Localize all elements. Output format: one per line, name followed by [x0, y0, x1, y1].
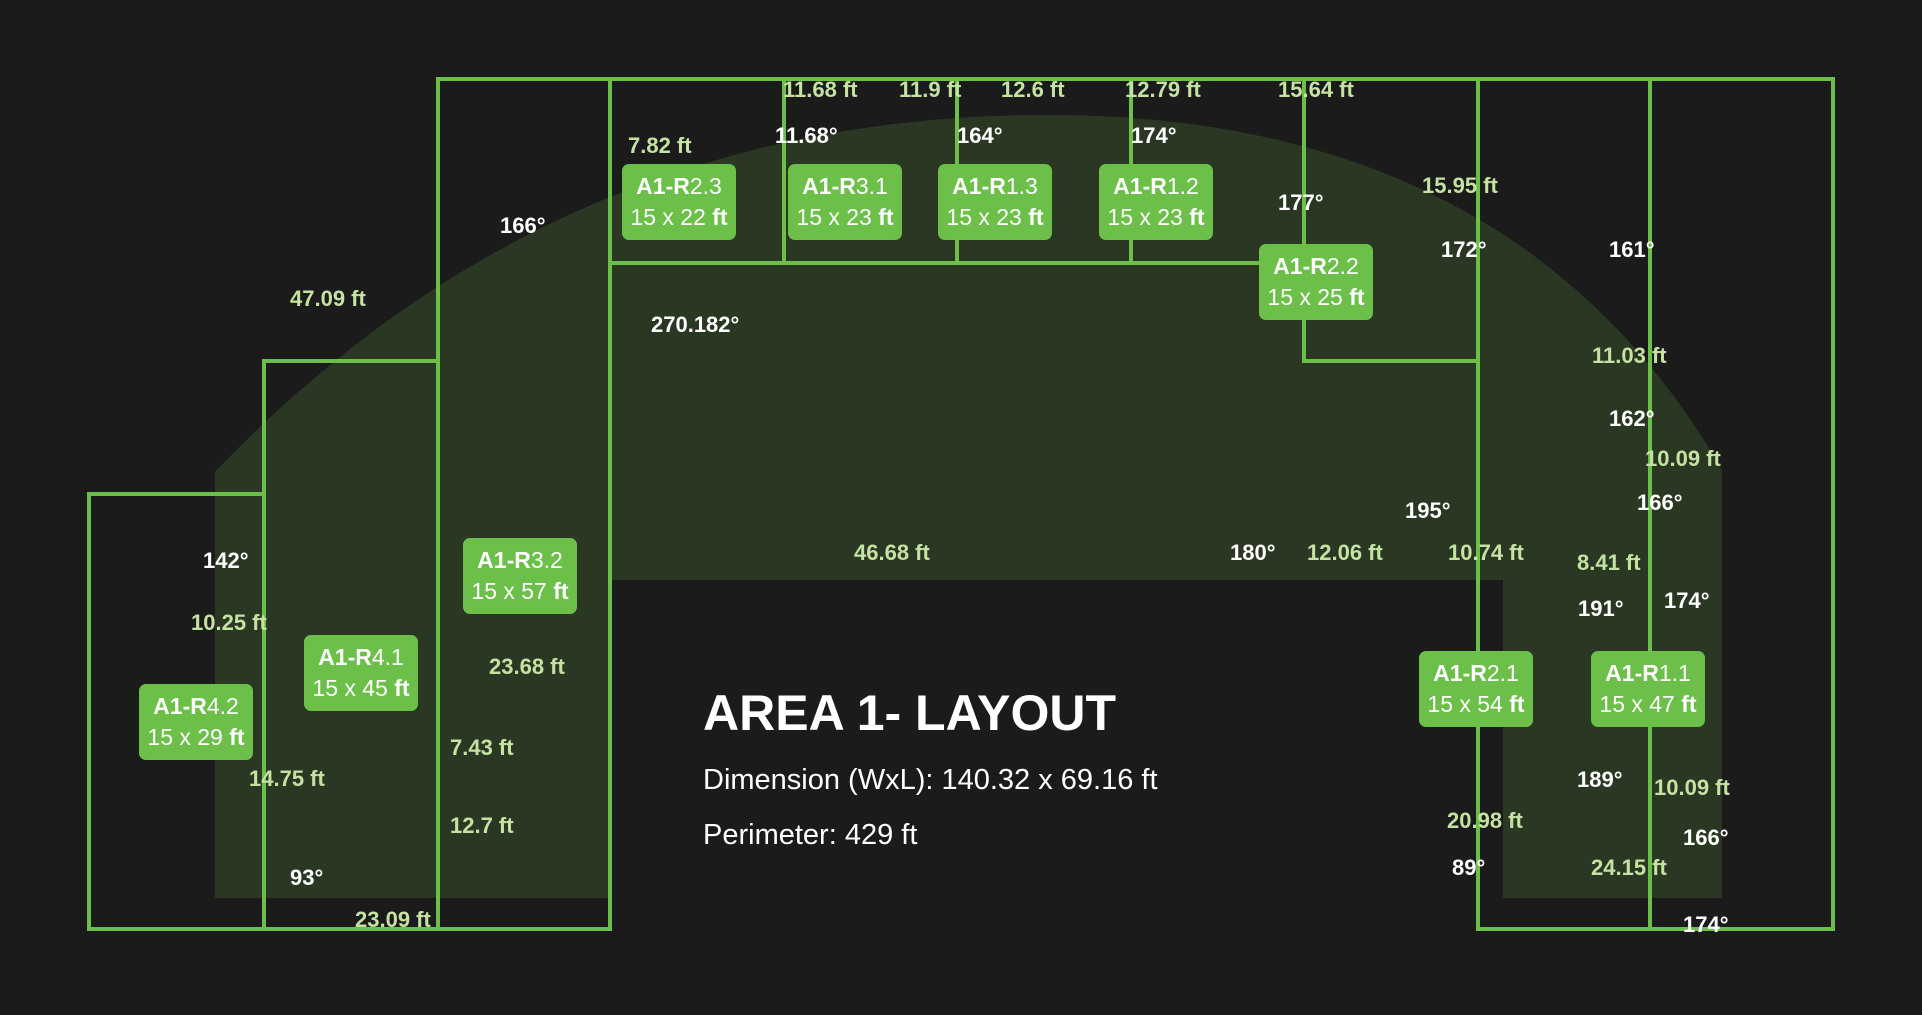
room-size: 15 x 25 — [1267, 284, 1343, 310]
angle-label: 11.68° — [775, 123, 838, 148]
angle-label: 166° — [1683, 825, 1729, 850]
angle-label: 93° — [290, 865, 324, 890]
room-outlines — [87, 77, 1835, 931]
room-id-number: 1.3 — [1005, 172, 1038, 199]
room-size: 15 x 29 — [147, 724, 223, 750]
angle-label: 174° — [1664, 588, 1710, 613]
room-badge[interactable]: A1-R2.1 15 x 54 ft — [1419, 651, 1533, 727]
angle-label: 195° — [1405, 498, 1451, 523]
length-label: 15.64 ft — [1278, 77, 1354, 102]
room-badge[interactable]: A1-R2.2 15 x 25 ft — [1259, 244, 1373, 320]
room-id-number: 4.2 — [206, 692, 239, 719]
room-badge[interactable]: A1-R1.3 15 x 23 ft — [938, 164, 1052, 240]
room-id-prefix: A1-R — [477, 546, 531, 573]
room-id-number: 2.3 — [689, 172, 722, 199]
length-label: 10.25 ft — [191, 610, 267, 635]
layout-title: AREA 1- LAYOUT — [703, 685, 1117, 741]
length-label: 7.43 ft — [450, 735, 514, 760]
angle-label: 189° — [1577, 767, 1623, 792]
room-size: 15 x 23 — [946, 204, 1022, 230]
room-id-prefix: A1-R — [153, 692, 207, 719]
room-badge[interactable]: A1-R1.2 15 x 23 ft — [1099, 164, 1213, 240]
length-label: 23.09 ft — [355, 907, 431, 932]
room-id-number: 3.2 — [530, 546, 563, 573]
room-id-number: 3.1 — [855, 172, 888, 199]
length-label: 12.06 ft — [1307, 540, 1383, 565]
room-size: 15 x 23 — [1107, 204, 1183, 230]
room-size: 15 x 23 — [796, 204, 872, 230]
length-label: 10.09 ft — [1645, 446, 1721, 471]
length-label: 12.79 ft — [1125, 77, 1201, 102]
angle-label: 270.182° — [651, 312, 740, 337]
layout-info: AREA 1- LAYOUT Dimension (WxL): 140.32 x… — [703, 685, 1158, 850]
length-label: 12.7 ft — [450, 813, 514, 838]
room-id-number: 2.2 — [1326, 252, 1359, 279]
room-id-number: 4.1 — [371, 643, 404, 670]
angle-label: 166° — [500, 213, 546, 238]
room-id-prefix: A1-R — [636, 172, 690, 199]
angle-label: 174° — [1131, 123, 1177, 148]
length-label: 46.68 ft — [854, 540, 930, 565]
angle-label: 164° — [957, 123, 1003, 148]
room-id-prefix: A1-R — [1605, 659, 1659, 686]
perimeter-text: Perimeter: 429 ft — [703, 819, 918, 851]
room-unit: ft — [712, 204, 728, 230]
room-id-number: 1.1 — [1658, 659, 1691, 686]
room-badge[interactable]: A1-R3.1 15 x 23 ft — [788, 164, 902, 240]
room-id-number: 2.1 — [1486, 659, 1519, 686]
room-unit: ft — [878, 204, 894, 230]
room-unit: ft — [1349, 284, 1365, 310]
length-label: 15.95 ft — [1422, 173, 1498, 198]
room-id-prefix: A1-R — [1273, 252, 1327, 279]
room-unit: ft — [394, 675, 410, 701]
angle-label: 89° — [1452, 855, 1486, 880]
angle-label: 177° — [1278, 190, 1324, 215]
room-size: 15 x 45 — [312, 675, 388, 701]
room-unit: ft — [1028, 204, 1044, 230]
angle-label: 161° — [1609, 237, 1655, 262]
room-size: 15 x 22 — [630, 204, 706, 230]
room-unit: ft — [1681, 691, 1697, 717]
room-id-prefix: A1-R — [318, 643, 372, 670]
dimension-text: Dimension (WxL): 140.32 x 69.16 ft — [703, 764, 1158, 796]
length-label: 24.15 ft — [1591, 855, 1667, 880]
angle-label: 166° — [1637, 490, 1683, 515]
room-badge[interactable]: A1-R1.1 15 x 47 ft — [1591, 651, 1705, 727]
room-unit: ft — [1509, 691, 1525, 717]
length-label: 23.68 ft — [489, 654, 565, 679]
length-label: 14.75 ft — [249, 766, 325, 791]
length-label: 11.03 ft — [1592, 343, 1667, 368]
length-label: 47.09 ft — [290, 286, 366, 311]
length-label: 12.6 ft — [1001, 77, 1065, 102]
room-unit: ft — [229, 724, 245, 750]
angle-label: 180° — [1230, 540, 1276, 565]
angle-label: 191° — [1578, 596, 1624, 621]
length-label: 11.68 ft — [783, 77, 858, 102]
room-badge[interactable]: A1-R3.2 15 x 57 ft — [463, 538, 577, 614]
room-id-prefix: A1-R — [952, 172, 1006, 199]
room-badge[interactable]: A1-R4.2 15 x 29 ft — [139, 684, 253, 760]
length-label: 7.82 ft — [628, 133, 692, 158]
length-label: 10.74 ft — [1448, 540, 1524, 565]
room-size: 15 x 54 — [1427, 691, 1503, 717]
length-label: 20.98 ft — [1447, 808, 1523, 833]
length-label: 10.09 ft — [1654, 775, 1730, 800]
room-badge[interactable]: A1-R4.1 15 x 45 ft — [304, 635, 418, 711]
room-id-prefix: A1-R — [1433, 659, 1487, 686]
room-size: 15 x 47 — [1599, 691, 1675, 717]
room-badge[interactable]: A1-R2.3 15 x 22 ft — [622, 164, 736, 240]
length-label: 8.41 ft — [1577, 550, 1641, 575]
angle-label: 172° — [1441, 237, 1487, 262]
angle-label: 174° — [1683, 912, 1729, 937]
angle-label: 162° — [1609, 406, 1655, 431]
length-label: 11.9 ft — [899, 77, 962, 102]
room-id-prefix: A1-R — [1113, 172, 1167, 199]
angle-label: 142° — [203, 548, 249, 573]
room-unit: ft — [553, 578, 569, 604]
room-size: 15 x 57 — [471, 578, 547, 604]
room-id-number: 1.2 — [1166, 172, 1199, 199]
room-id-prefix: A1-R — [802, 172, 856, 199]
room-unit: ft — [1189, 204, 1205, 230]
